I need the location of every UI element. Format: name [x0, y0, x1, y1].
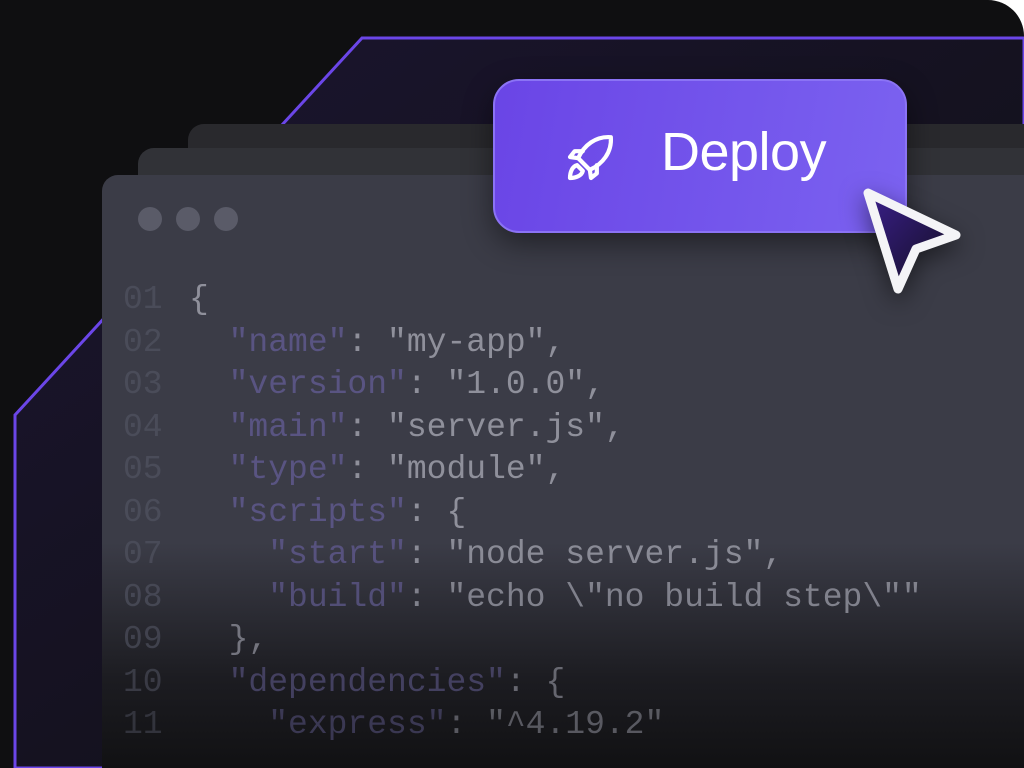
- code-line: 04 "main": "server.js",: [123, 407, 922, 450]
- code-block: 01{02 "name": "my-app",03 "version": "1.…: [123, 279, 922, 747]
- window-dot-icon: [138, 207, 162, 231]
- json-separator: :: [347, 451, 388, 488]
- rocket-icon: [567, 135, 613, 181]
- code-indent: [189, 664, 229, 701]
- json-separator: :: [505, 663, 546, 701]
- json-key: "start": [268, 536, 407, 573]
- json-separator: :: [446, 706, 487, 743]
- code-line: 07 "start": "node server.js",: [123, 534, 922, 577]
- json-value: {: [189, 281, 209, 318]
- json-separator: :: [406, 366, 447, 403]
- json-key: "express": [268, 706, 447, 743]
- json-separator: :: [406, 578, 447, 616]
- json-key: "version": [228, 366, 407, 403]
- code-indent: [189, 494, 229, 531]
- json-separator: :: [347, 323, 388, 361]
- mouse-pointer-icon: [863, 188, 961, 294]
- json-value: "^4.19.2": [486, 706, 665, 743]
- json-value: {: [446, 493, 467, 531]
- json-value: "node server.js",: [446, 536, 784, 573]
- deploy-label: Deploy: [661, 122, 827, 182]
- code-line: 11 "express": "^4.19.2": [123, 704, 922, 747]
- json-value: "1.0.0",: [446, 366, 605, 403]
- json-value: "server.js",: [387, 408, 625, 446]
- line-number: 06: [123, 493, 163, 531]
- code-indent: [189, 579, 268, 616]
- code-indent: [189, 706, 268, 743]
- json-key: "type": [228, 451, 348, 488]
- code-indent: [189, 536, 268, 573]
- line-number: 02: [123, 323, 163, 361]
- json-separator: :: [406, 493, 447, 531]
- line-number: 04: [123, 408, 163, 446]
- json-key: "scripts": [228, 493, 407, 531]
- code-editor-window: 01{02 "name": "my-app",03 "version": "1.…: [102, 175, 1024, 768]
- json-value: "my-app",: [387, 323, 566, 361]
- code-indent: [189, 409, 229, 446]
- code-line: 05 "type": "module",: [123, 449, 922, 492]
- code-indent: [189, 366, 229, 403]
- json-separator: :: [347, 408, 388, 446]
- code-line: 06 "scripts": {: [123, 492, 922, 535]
- code-line: 01 {: [123, 279, 922, 322]
- json-key: "name": [228, 323, 348, 361]
- code-line: 03 "version": "1.0.0",: [123, 364, 922, 407]
- line-number: 10: [123, 663, 163, 701]
- line-number: 07: [123, 536, 163, 573]
- window-dot-icon: [176, 207, 200, 231]
- json-key: "dependencies": [228, 663, 506, 701]
- code-line: 09 },: [123, 619, 922, 662]
- code-line: 02 "name": "my-app",: [123, 322, 922, 365]
- json-value: "echo \"no build step\"": [446, 578, 922, 616]
- deploy-button[interactable]: Deploy: [493, 79, 907, 233]
- code-line: 10 "dependencies": {: [123, 662, 922, 705]
- line-number: 09: [123, 621, 163, 658]
- window-dot-icon: [214, 207, 238, 231]
- json-value: {: [545, 663, 566, 701]
- json-separator: :: [406, 536, 447, 573]
- json-value: "module",: [387, 451, 566, 488]
- line-number: 01: [123, 281, 163, 318]
- json-key: "main": [228, 408, 348, 446]
- code-line: 08 "build": "echo \"no build step\"": [123, 577, 922, 620]
- code-indent: [189, 621, 229, 658]
- code-indent: [189, 324, 229, 361]
- json-key: "build": [268, 578, 407, 616]
- line-number: 03: [123, 366, 163, 403]
- line-number: 08: [123, 578, 163, 616]
- json-value: },: [228, 621, 269, 658]
- line-number: 11: [123, 706, 163, 743]
- line-number: 05: [123, 451, 163, 488]
- code-indent: [189, 451, 229, 488]
